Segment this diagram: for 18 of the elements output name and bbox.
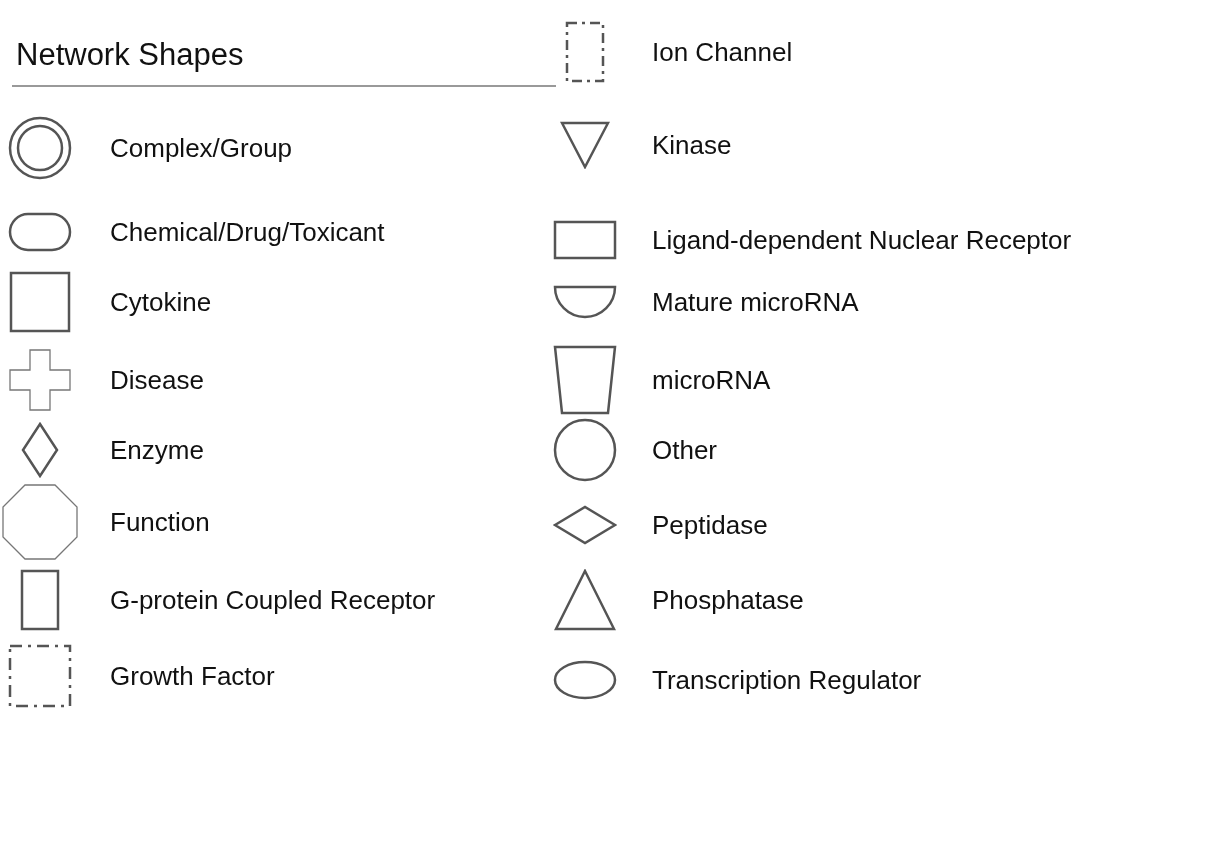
legend-label: Ligand-dependent Nuclear Receptor xyxy=(652,224,1072,256)
legend-title: Network Shapes xyxy=(16,36,244,74)
legend-label: Kinase xyxy=(652,129,732,161)
legend-label: Other xyxy=(652,434,718,466)
legend-label: Cytokine xyxy=(110,286,212,318)
legend-label: Disease xyxy=(110,364,204,396)
legend-label: Growth Factor xyxy=(110,660,275,692)
legend-label: Peptidase xyxy=(652,509,768,541)
legend-label: microRNA xyxy=(652,364,771,396)
legend-label: Transcription Regulator xyxy=(652,664,922,696)
legend-label: Phosphatase xyxy=(652,584,804,616)
legend-label: Function xyxy=(110,506,210,538)
legend-label: Mature microRNA xyxy=(652,286,859,318)
legend-label: Ion Channel xyxy=(652,36,793,68)
legend-label: Complex/Group xyxy=(110,132,293,164)
legend-label: Enzyme xyxy=(110,434,204,466)
legend-label: G-protein Coupled Receptor xyxy=(110,584,436,616)
legend-label: Chemical/Drug/Toxicant xyxy=(110,216,385,248)
